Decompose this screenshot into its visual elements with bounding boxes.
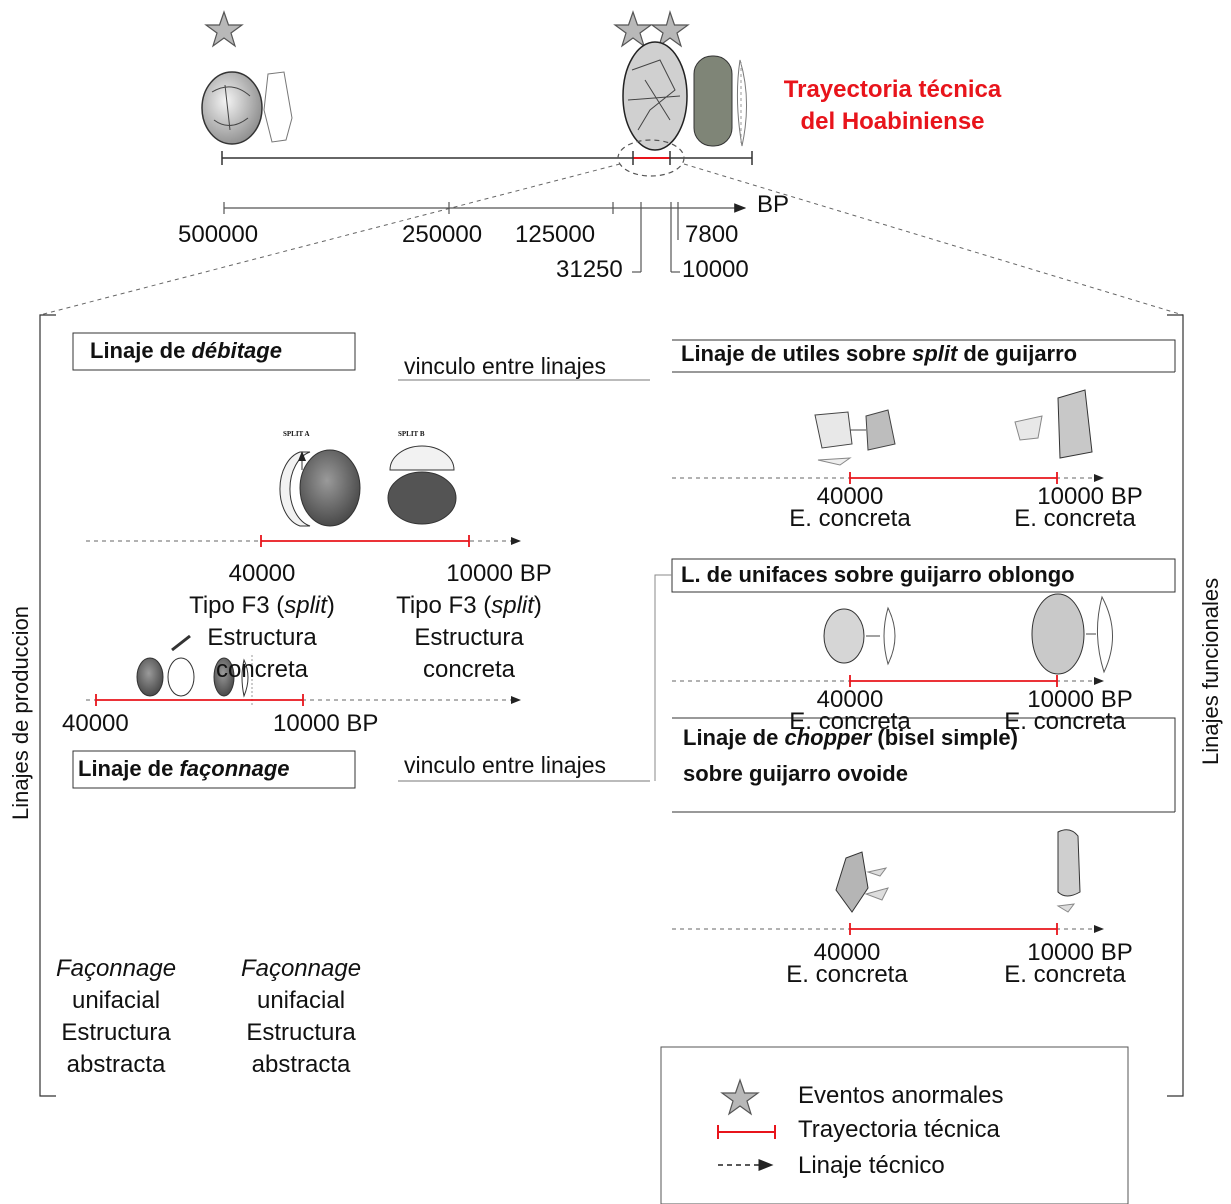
debitage-start-caption: 40000 Tipo F3 (split) Estructura concret… — [189, 560, 335, 683]
unifaces-end-caption: 10000 BP E. concreta — [1004, 686, 1133, 735]
split-tools-start-caption: 40000 E. concreta — [789, 483, 911, 532]
axis-unit: BP — [757, 191, 790, 218]
star-icon — [720, 1078, 760, 1116]
split-tools-title: Linaje de utiles sobre split de guijarro — [681, 341, 1078, 366]
title-line-1: Trayectoria técnica — [783, 76, 1002, 103]
side-label-left: Linajes de produccion — [8, 605, 33, 820]
link-label: vinculo entre linajes — [404, 353, 607, 379]
link-label: vinculo entre linajes — [404, 752, 607, 778]
legend-item-label: Eventos anormales — [798, 1082, 1004, 1109]
legend-item-label: Linaje técnico — [798, 1152, 945, 1179]
star-icon — [204, 10, 244, 48]
chopper-start-caption: 40000 E. concreta — [786, 939, 908, 988]
tick-label: 31250 — [556, 256, 623, 283]
title-line-2: del Hoabiniense — [800, 108, 985, 135]
tick-label: 7800 — [685, 221, 739, 248]
artifact-split-a — [279, 449, 361, 527]
chopper-title: Linaje de chopper (bisel simple) sobre g… — [683, 725, 1018, 786]
chopper-end-caption: 10000 BP E. concreta — [1004, 939, 1133, 988]
artifact-pebble-tool-left — [201, 71, 293, 145]
legend-item-label: Trayectoria técnica — [798, 1116, 1000, 1143]
tick-label: 250000 — [402, 221, 483, 248]
split-tools-end-caption: 10000 BP E. concreta — [1014, 483, 1143, 532]
faconnage-end-caption: Façonnage unifacial Estructura abstracta — [240, 955, 362, 1078]
faconnage-end-year: 10000 BP — [273, 710, 379, 737]
artifact-unifaces — [823, 593, 1113, 675]
side-label-right: Linajes funcionales — [1198, 577, 1223, 765]
debitage-end-caption: 10000 BP Tipo F3 (split) Estructura conc… — [396, 560, 552, 683]
artifact-split-tools — [814, 389, 1093, 466]
artifact-split-b — [387, 445, 457, 525]
page-title: Trayectoria técnica del Hoabiniense — [740, 74, 1045, 138]
star-icon — [613, 10, 653, 48]
artifact-faconnage-sequence — [136, 634, 253, 705]
faconnage-title: Linaje de façonnage — [78, 756, 290, 781]
faconnage-start-caption: Façonnage unifacial Estructura abstracta — [55, 955, 177, 1078]
star-icon — [650, 9, 690, 48]
artifact-choppers — [835, 829, 1081, 913]
tick-label: 10000 — [682, 256, 749, 283]
split-a-label: SPLIT A — [283, 430, 310, 438]
tick-label: 500000 — [178, 221, 259, 248]
debitage-title: Linaje de débitage — [90, 338, 282, 363]
split-b-label: SPLIT B — [398, 430, 425, 438]
unifaces-start-caption: 40000 E. concreta — [789, 686, 911, 735]
faconnage-start-year: 40000 — [62, 710, 129, 737]
tick-label: 125000 — [515, 221, 596, 248]
unifaces-title: L. de unifaces sobre guijarro oblongo — [681, 562, 1075, 587]
artifact-uniface-top — [622, 41, 747, 151]
red-trajectory-icon — [717, 1125, 776, 1139]
